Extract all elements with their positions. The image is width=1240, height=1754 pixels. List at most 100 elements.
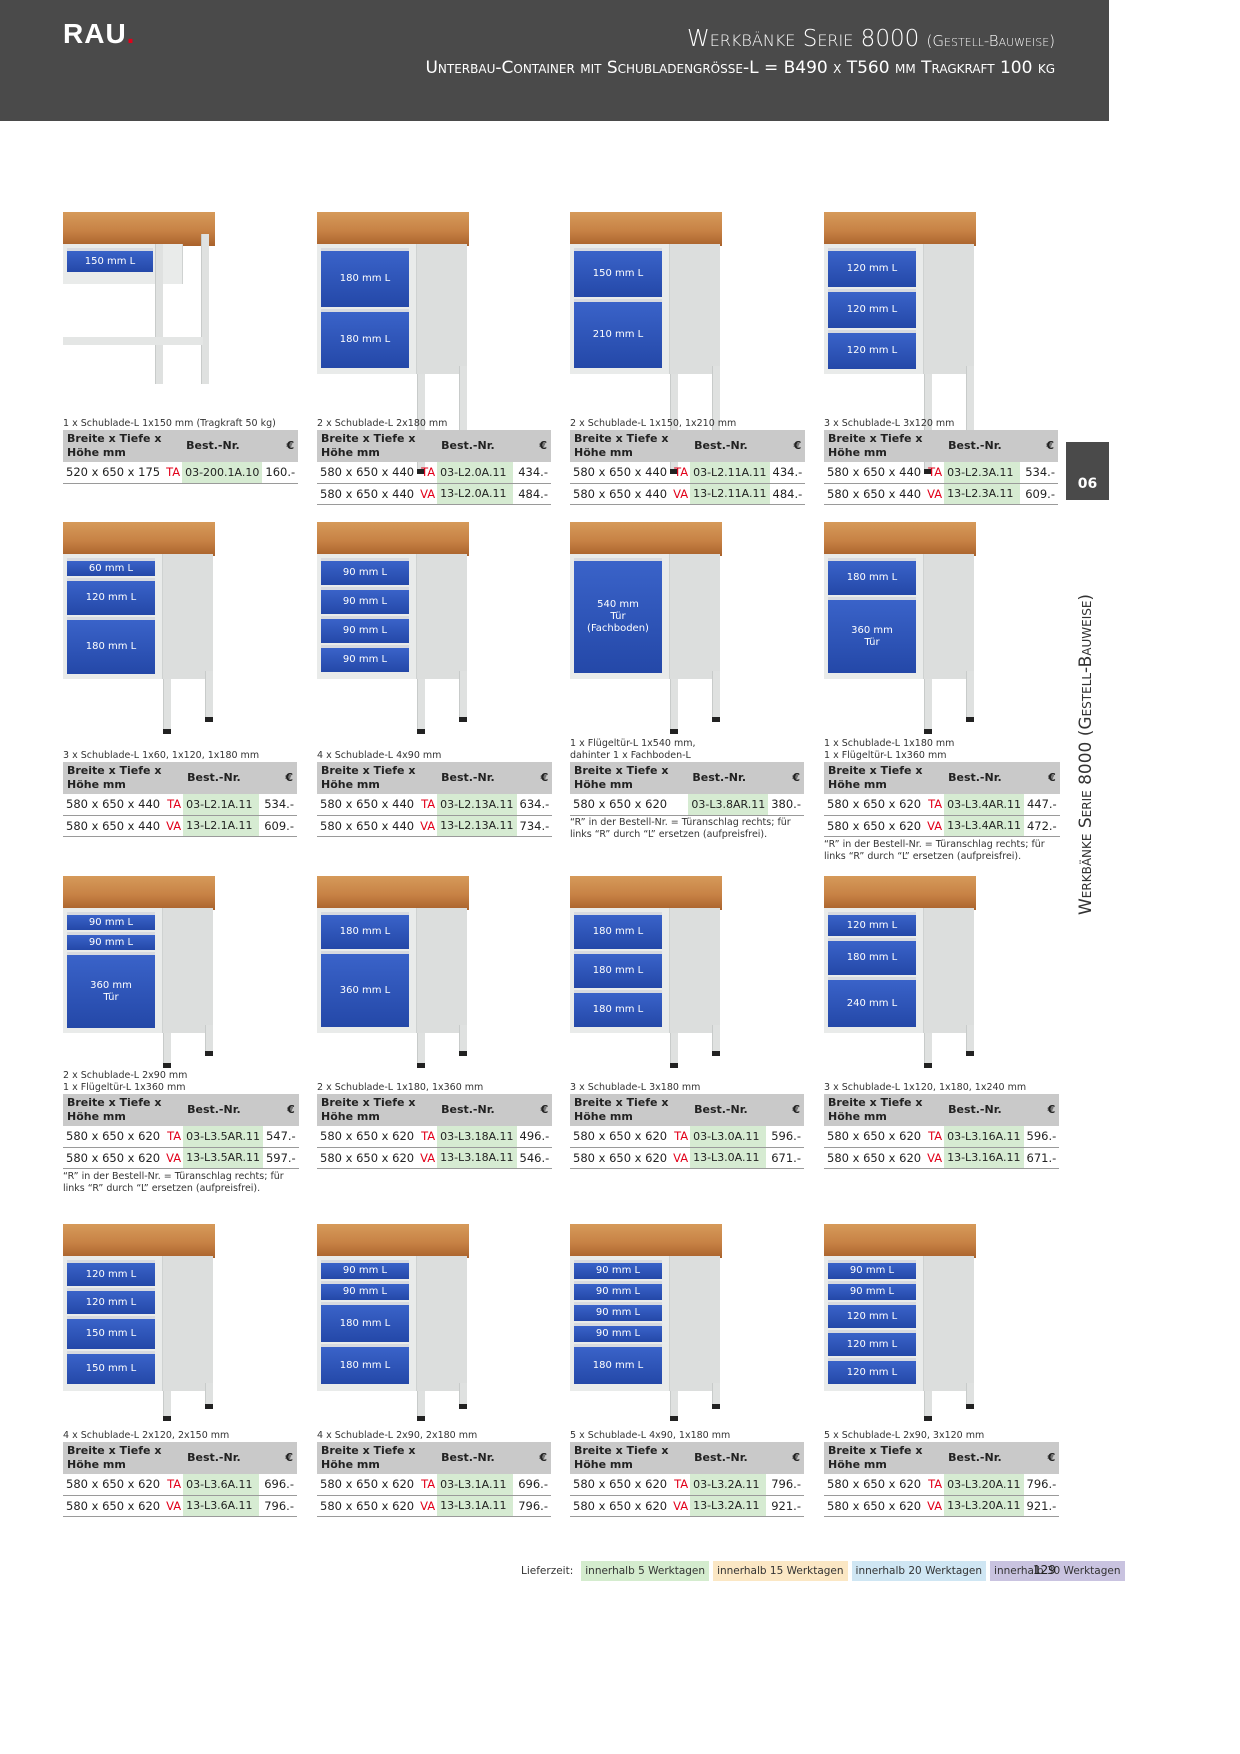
container-side (163, 554, 213, 679)
frame-leg (712, 671, 720, 717)
col-price-header: € (766, 1442, 804, 1474)
container-side (163, 1256, 213, 1391)
finish-code: TA (417, 1126, 438, 1148)
order-number[interactable]: 13-L2.0A.11 (437, 483, 514, 505)
order-number[interactable]: 03-L3.5AR.11 (183, 1126, 263, 1148)
col-order-header: Best.-Nr. (183, 762, 260, 794)
chapter-tab[interactable]: 06 (1066, 442, 1109, 500)
drawer-front: 120 mm L (828, 912, 916, 936)
price-cell: 496.- (516, 1126, 553, 1148)
order-number[interactable]: 03-L2.13A.11 (437, 794, 517, 816)
drawer-front: 120 mm L (828, 1358, 916, 1384)
order-number[interactable]: 03-L2.1A.11 (183, 794, 260, 816)
dims-cell: 580 x 650 x 620 (63, 1126, 164, 1148)
order-number[interactable]: 03-L3.2A.11 (690, 1474, 767, 1496)
delivery-20-days: innerhalb 20 Werktagen (851, 1561, 987, 1581)
order-number[interactable]: 13-L3.2A.11 (690, 1495, 767, 1517)
finish-code: VA (417, 1147, 438, 1169)
order-number[interactable]: 03-L3.1A.11 (437, 1474, 514, 1496)
rau-logo: RAU. (63, 18, 136, 49)
container-side (417, 908, 467, 1033)
col-price-header: € (516, 1094, 553, 1126)
finish-code: TA (163, 794, 184, 816)
order-number[interactable]: 13-L3.16A.11 (944, 1147, 1024, 1169)
col-price-header: € (262, 1094, 299, 1126)
order-number[interactable]: 13-L2.11A.11 (690, 483, 770, 505)
order-number[interactable]: 13-L3.5AR.11 (183, 1147, 263, 1169)
drawer-front: 120 mm L (67, 578, 155, 615)
frame-leg (924, 1391, 932, 1416)
col-order-header: Best.-Nr. (944, 1442, 1024, 1474)
order-number[interactable]: 03-200.1A.10 (182, 462, 263, 484)
col-order-header: Best.-Nr. (690, 430, 770, 462)
order-number[interactable]: 13-L2.1A.11 (183, 815, 260, 837)
frame-leg (459, 366, 467, 457)
finish-code: VA (417, 483, 438, 505)
order-number[interactable]: 13-L2.13A.11 (437, 815, 517, 837)
drawer-front: 180 mm L (321, 309, 409, 368)
drawer-front: 90 mm L (321, 645, 409, 672)
product-caption: 4 x Schublade-L 2x90, 2x180 mm (317, 1430, 478, 1441)
chapter-side-label: Werkbänke Serie 8000 (Gestell-Bauweise) (1076, 593, 1096, 915)
order-number[interactable]: 03-L3.6A.11 (183, 1474, 260, 1496)
order-number[interactable]: 03-L3.18A.11 (437, 1126, 517, 1148)
col-price-header: € (262, 430, 299, 462)
worktop (63, 522, 215, 556)
dims-cell: 580 x 650 x 440 (824, 462, 925, 484)
drawer-front: 90 mm L (321, 558, 409, 585)
frame-leg (417, 679, 425, 729)
worktop (317, 212, 469, 246)
order-number[interactable]: 13-L3.18A.11 (437, 1147, 517, 1169)
frame-leg (205, 1383, 213, 1404)
col-dims-header: Breite x Tiefe x Höhe mm (570, 430, 691, 462)
finish-code (670, 794, 689, 816)
order-number[interactable]: 03-L3.8AR.11 (688, 794, 769, 816)
col-dims-header: Breite x Tiefe x Höhe mm (570, 1094, 691, 1126)
order-number[interactable]: 03-L3.4AR.11 (944, 794, 1024, 816)
price-cell: 796.- (1023, 1474, 1060, 1496)
order-number[interactable]: 13-L2.3A.11 (944, 483, 1021, 505)
page-number: 129 (1033, 1563, 1056, 1577)
order-number[interactable]: 13-L3.6A.11 (183, 1495, 260, 1517)
leg-foot (670, 1416, 678, 1421)
order-number[interactable]: 03-L2.11A.11 (690, 462, 770, 484)
frame-leg (459, 1025, 467, 1051)
order-number[interactable]: 13-L3.0A.11 (690, 1147, 767, 1169)
order-number[interactable]: 13-L3.4AR.11 (944, 815, 1024, 837)
worktop (317, 522, 469, 556)
delivery-label: Lieferzeit: (521, 1565, 574, 1577)
product-note: “R” in der Bestell-Nr. = Türanschlag rec… (570, 817, 791, 840)
finish-code: TA (924, 794, 945, 816)
col-dims-header: Breite x Tiefe x Höhe mm (317, 430, 438, 462)
leg-foot (163, 1416, 171, 1421)
leg-foot (205, 717, 213, 722)
finish-code: TA (670, 462, 691, 484)
dims-cell: 580 x 650 x 440 (570, 462, 671, 484)
price-cell: 160.- (262, 462, 299, 484)
drawer-front: 90 mm L (67, 932, 155, 950)
dims-cell: 580 x 650 x 620 (63, 1474, 164, 1496)
dims-cell: 580 x 650 x 440 (317, 483, 418, 505)
order-number[interactable]: 03-L3.16A.11 (944, 1126, 1024, 1148)
finish-code: VA (670, 483, 691, 505)
order-number[interactable]: 03-L3.0A.11 (690, 1126, 767, 1148)
price-cell: 921.- (766, 1495, 804, 1517)
frame-leg (966, 1383, 974, 1404)
order-number[interactable]: 03-L2.3A.11 (944, 462, 1021, 484)
order-number[interactable]: 03-L2.0A.11 (437, 462, 514, 484)
order-number[interactable]: 13-L3.20A.11 (944, 1495, 1024, 1517)
product-caption: 5 x Schublade-L 4x90, 1x180 mm (570, 1430, 731, 1441)
dims-cell: 580 x 650 x 620 (570, 1474, 671, 1496)
order-number[interactable]: 13-L3.1A.11 (437, 1495, 514, 1517)
delivery-5-days: innerhalb 5 Werktagen (581, 1561, 710, 1581)
order-number[interactable]: 03-L3.20A.11 (944, 1474, 1024, 1496)
